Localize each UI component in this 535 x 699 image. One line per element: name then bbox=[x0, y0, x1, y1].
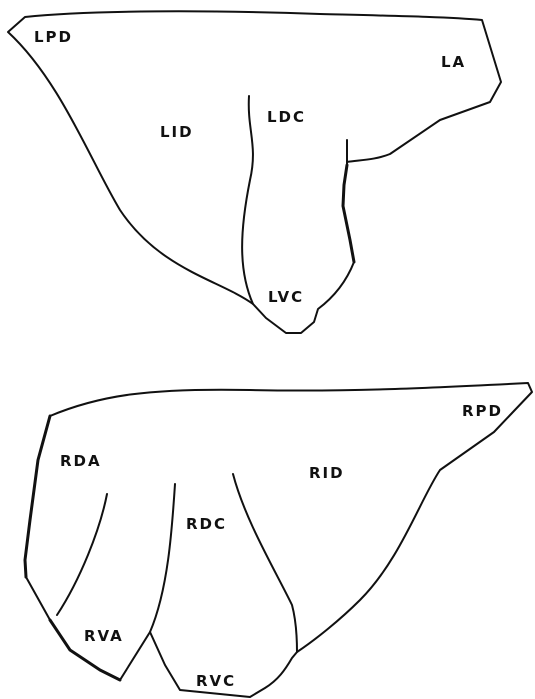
upper-outer-outline bbox=[8, 11, 501, 333]
label-rva: RVA bbox=[84, 627, 124, 645]
lower-divider-rva bbox=[57, 494, 107, 615]
lower-divider-rid bbox=[233, 474, 297, 652]
label-rdc: RDC bbox=[186, 515, 227, 533]
label-rvc: RVC bbox=[196, 672, 236, 690]
label-ldc: LDC bbox=[267, 108, 306, 126]
label-la: LA bbox=[441, 53, 466, 71]
upper-right-heavy-edge bbox=[343, 165, 354, 262]
lower-figure bbox=[25, 383, 532, 697]
label-lid: LID bbox=[160, 123, 194, 141]
lower-divider-rdc bbox=[150, 484, 175, 632]
lower-left-heavy-edge bbox=[25, 416, 50, 577]
upper-divider-ldc-lid bbox=[242, 96, 253, 304]
lower-outer-outline bbox=[25, 383, 532, 697]
label-lvc: LVC bbox=[268, 288, 304, 306]
label-rpd: RPD bbox=[462, 402, 503, 420]
label-lpd: LPD bbox=[34, 28, 73, 46]
label-rid: RID bbox=[309, 464, 345, 482]
label-rda: RDA bbox=[60, 452, 102, 470]
upper-figure bbox=[8, 11, 501, 333]
